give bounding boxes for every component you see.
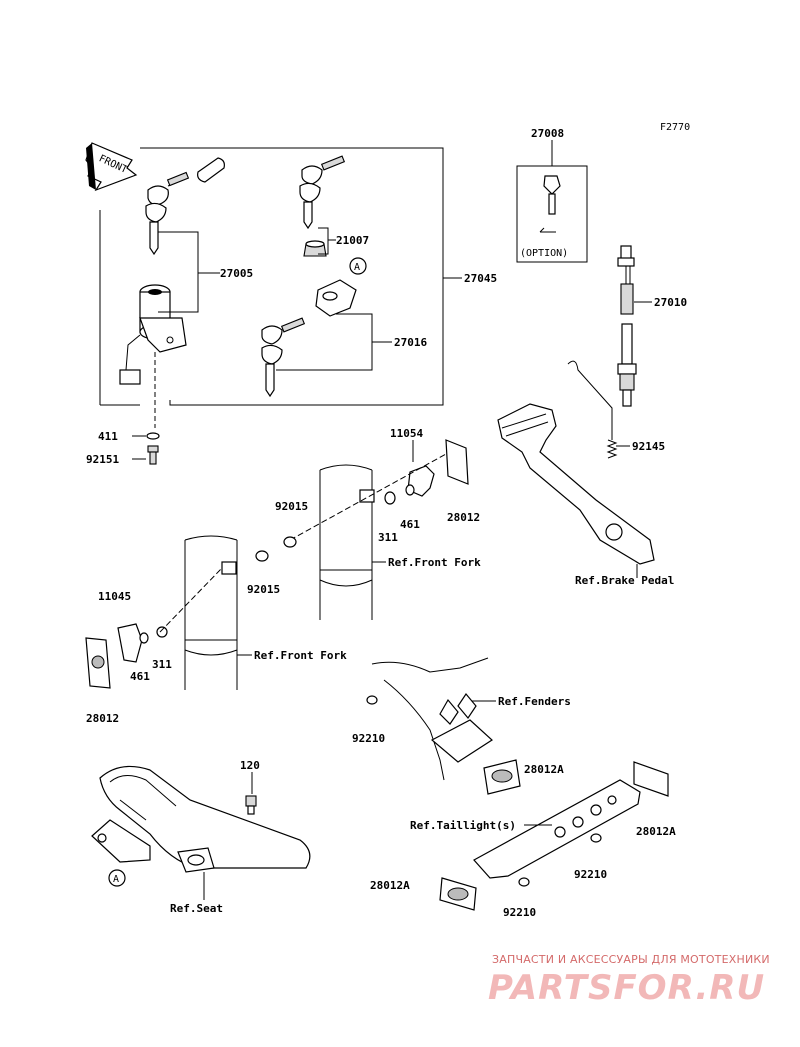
part-92145: 92145	[632, 440, 665, 453]
reflector-28012A-fender	[483, 759, 521, 795]
ignition-switch	[119, 284, 187, 428]
watermark-logo: PARTSFOR.RU	[488, 968, 766, 1008]
part-92015-a: 92015	[275, 500, 308, 513]
seat-lock	[261, 279, 357, 398]
part-27045: 27045	[464, 272, 497, 285]
key-set-right	[299, 155, 346, 257]
part-120: 120	[240, 759, 260, 772]
spring-92145	[567, 360, 618, 459]
rear-brake-switch	[617, 245, 637, 407]
part-11045: 11045	[98, 590, 131, 603]
part-461-a: 461	[400, 518, 420, 531]
part-92210-c: 92210	[503, 906, 536, 919]
part-92151: 92151	[86, 453, 119, 466]
taillight-bracket	[473, 761, 669, 887]
circle-marker-a-bottom	[108, 869, 126, 887]
ref-fenders: Ref.Fenders	[498, 695, 571, 708]
part-92210-b: 92210	[574, 868, 607, 881]
reflector-28012A-lower	[439, 877, 477, 911]
ref-taillights: Ref.Taillight(s)	[410, 819, 516, 832]
part-27008: 27008	[531, 127, 564, 140]
brake-pedal	[497, 403, 655, 565]
part-28012A-a: 28012A	[524, 763, 564, 776]
part-411: 411	[98, 430, 118, 443]
part-28012A-c: 28012A	[370, 879, 410, 892]
part-27005: 27005	[220, 267, 253, 280]
part-21007: 21007	[336, 234, 369, 247]
part-461-b: 461	[130, 670, 150, 683]
rear-fender	[366, 657, 493, 781]
ref-front-fork-a: Ref.Front Fork	[388, 556, 481, 569]
option-key-box	[516, 140, 588, 263]
part-92210-a: 92210	[352, 732, 385, 745]
ref-brake-pedal: Ref.Brake Pedal	[575, 574, 674, 587]
bolt-92151	[147, 445, 159, 465]
part-28012A-b: 28012A	[636, 825, 676, 838]
part-92015-b: 92015	[247, 583, 280, 596]
seat-grab-rail	[91, 765, 311, 873]
circle-marker-a-top	[349, 257, 367, 275]
front-fork-left	[184, 535, 238, 690]
option-label: (OPTION)	[520, 248, 568, 259]
figure-code: F2770	[660, 122, 690, 133]
washer-411	[146, 432, 160, 440]
circle-marker-a-bottom-label: A	[113, 874, 119, 885]
leader-lines-ignition	[132, 227, 462, 460]
part-27010: 27010	[654, 296, 687, 309]
ref-seat: Ref.Seat	[170, 902, 223, 915]
circle-marker-a-top-label: A	[354, 262, 360, 273]
part-311-a: 311	[378, 531, 398, 544]
reflector-bracket-right	[255, 439, 469, 562]
reflector-bracket-left	[85, 567, 223, 689]
key-set-left	[145, 171, 190, 256]
part-311-b: 311	[152, 658, 172, 671]
ignition-group-box	[99, 147, 444, 406]
ref-front-fork-b: Ref.Front Fork	[254, 649, 347, 662]
front-arrow-icon: FRONT	[85, 142, 138, 192]
part-27016: 27016	[394, 336, 427, 349]
part-28012-a: 28012	[447, 511, 480, 524]
watermark-tagline: ЗАПЧАСТИ И АКСЕССУАРЫ ДЛЯ МОТОТЕХНИКИ	[492, 953, 770, 966]
part-28012-b: 28012	[86, 712, 119, 725]
grip-cap	[197, 157, 225, 183]
part-11054: 11054	[390, 427, 423, 440]
front-fork-right	[319, 464, 375, 620]
